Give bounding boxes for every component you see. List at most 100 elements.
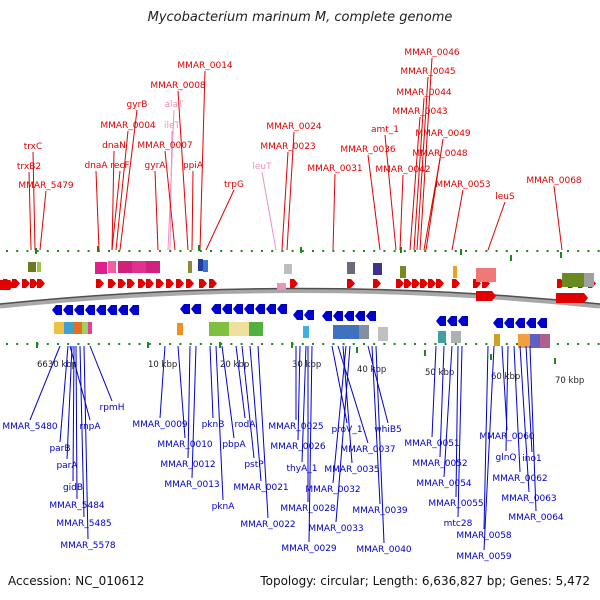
forward-gene[interactable]: [176, 279, 184, 288]
reverse-gene[interactable]: [458, 316, 468, 326]
reverse-domain-box[interactable]: [229, 322, 249, 336]
reverse-gene-label[interactable]: MMAR_0059: [456, 552, 512, 562]
forward-gene-label[interactable]: MMAR_5479: [18, 181, 74, 191]
forward-gene-label[interactable]: MMAR_0046: [404, 48, 460, 58]
forward-gene[interactable]: [412, 279, 420, 288]
forward-domain-box[interactable]: [95, 262, 107, 274]
reverse-gene-label[interactable]: MMAR_0010: [157, 440, 213, 450]
forward-gene-label[interactable]: MMAR_0042: [375, 165, 430, 175]
reverse-gene[interactable]: [52, 305, 62, 315]
forward-gene[interactable]: [420, 279, 428, 288]
forward-gene-label[interactable]: MMAR_0048: [412, 149, 468, 159]
reverse-gene[interactable]: [493, 318, 503, 328]
reverse-gene-label[interactable]: MMAR_0013: [164, 480, 219, 490]
reverse-gene-label[interactable]: proV_1: [331, 425, 362, 435]
reverse-gene[interactable]: [537, 318, 547, 328]
forward-gene-label[interactable]: amt_1: [371, 125, 399, 135]
forward-gene[interactable]: [209, 279, 217, 288]
forward-gene-label[interactable]: ileT: [164, 121, 181, 131]
forward-gene[interactable]: [290, 279, 298, 288]
forward-domain-box[interactable]: [37, 262, 41, 272]
forward-gene[interactable]: [556, 293, 588, 303]
reverse-gene-label[interactable]: glnQ: [495, 453, 516, 463]
reverse-gene-label[interactable]: rodA: [235, 420, 257, 430]
forward-gene-label[interactable]: MMAR_0044: [396, 88, 452, 98]
reverse-gene-label[interactable]: MMAR_0063: [501, 494, 556, 504]
forward-gene-label[interactable]: MMAR_0045: [400, 67, 455, 77]
reverse-gene-label[interactable]: MMAR_0035: [324, 465, 379, 475]
reverse-domain-box[interactable]: [82, 322, 88, 334]
forward-gene[interactable]: [404, 279, 412, 288]
reverse-gene-label[interactable]: MMAR_5484: [49, 501, 105, 511]
reverse-gene-label[interactable]: MMAR_5485: [56, 519, 111, 529]
reverse-domain-box[interactable]: [451, 331, 461, 343]
reverse-gene-label[interactable]: parA: [56, 461, 78, 471]
forward-domain-box[interactable]: [373, 263, 382, 275]
reverse-gene[interactable]: [118, 305, 128, 315]
reverse-gene-label[interactable]: MMAR_0051: [404, 439, 459, 449]
rna-gene[interactable]: [277, 283, 286, 290]
reverse-gene-label[interactable]: rnpA: [79, 422, 101, 432]
reverse-gene[interactable]: [322, 311, 332, 321]
reverse-domain-box[interactable]: [378, 327, 388, 341]
reverse-gene[interactable]: [266, 304, 276, 314]
reverse-gene[interactable]: [233, 304, 243, 314]
reverse-gene-label[interactable]: pknA: [212, 502, 236, 512]
forward-gene-label[interactable]: trpG: [224, 180, 244, 190]
forward-domain-box[interactable]: [198, 259, 203, 271]
reverse-gene-label[interactable]: parB: [49, 444, 70, 454]
forward-domain-box[interactable]: [188, 261, 192, 273]
forward-gene[interactable]: [146, 279, 154, 288]
forward-domain-box[interactable]: [400, 266, 406, 278]
reverse-gene-label[interactable]: MMAR_0060: [479, 432, 535, 442]
reverse-gene-label[interactable]: MMAR_0029: [281, 544, 337, 554]
forward-gene[interactable]: [186, 279, 194, 288]
reverse-gene-label[interactable]: MMAR_0032: [305, 485, 360, 495]
forward-gene[interactable]: [0, 280, 14, 290]
reverse-gene[interactable]: [333, 311, 343, 321]
forward-domain-box[interactable]: [584, 273, 594, 287]
reverse-domain-box[interactable]: [54, 322, 64, 334]
reverse-gene[interactable]: [515, 318, 525, 328]
forward-gene[interactable]: [436, 279, 444, 288]
reverse-gene-label[interactable]: mtc28: [444, 519, 473, 529]
forward-domain-box[interactable]: [203, 260, 208, 272]
forward-gene-label[interactable]: MMAR_0007: [137, 141, 192, 151]
forward-gene-label[interactable]: dnaN: [102, 141, 126, 151]
reverse-gene-label[interactable]: MMAR_0055: [428, 499, 483, 509]
forward-gene-label[interactable]: MMAR_0023: [260, 142, 315, 152]
reverse-gene[interactable]: [191, 304, 201, 314]
reverse-gene[interactable]: [222, 304, 232, 314]
forward-gene[interactable]: [12, 279, 20, 288]
reverse-domain-box[interactable]: [540, 334, 550, 348]
forward-gene-label[interactable]: MMAR_0036: [340, 145, 396, 155]
reverse-gene-label[interactable]: ino1: [522, 454, 541, 464]
forward-gene[interactable]: [452, 279, 460, 288]
forward-gene-label[interactable]: gyrB: [127, 100, 148, 110]
reverse-domain-box[interactable]: [530, 334, 540, 348]
forward-gene[interactable]: [428, 279, 436, 288]
forward-gene[interactable]: [37, 279, 45, 288]
reverse-gene-label[interactable]: MMAR_0037: [340, 445, 395, 455]
forward-domain-box[interactable]: [118, 261, 132, 273]
reverse-gene[interactable]: [211, 304, 221, 314]
reverse-gene-label[interactable]: MMAR_0022: [240, 520, 295, 530]
reverse-domain-box[interactable]: [64, 322, 74, 334]
reverse-gene-label[interactable]: MMAR_0054: [416, 479, 472, 489]
forward-gene[interactable]: [22, 279, 30, 288]
reverse-gene[interactable]: [63, 305, 73, 315]
reverse-gene[interactable]: [129, 305, 139, 315]
reverse-gene-label[interactable]: MMAR_0058: [456, 531, 512, 541]
forward-gene[interactable]: [396, 279, 404, 288]
forward-domain-box[interactable]: [132, 261, 146, 273]
forward-gene[interactable]: [108, 279, 116, 288]
reverse-gene-label[interactable]: MMAR_0009: [132, 420, 188, 430]
reverse-domain-box[interactable]: [303, 326, 309, 338]
forward-gene[interactable]: [166, 279, 174, 288]
forward-gene-label[interactable]: trxB2: [17, 162, 41, 172]
forward-gene[interactable]: [118, 279, 126, 288]
forward-domain-box[interactable]: [347, 262, 355, 274]
reverse-gene-label[interactable]: pknB: [202, 420, 225, 430]
forward-gene-label[interactable]: MMAR_0053: [435, 180, 490, 190]
